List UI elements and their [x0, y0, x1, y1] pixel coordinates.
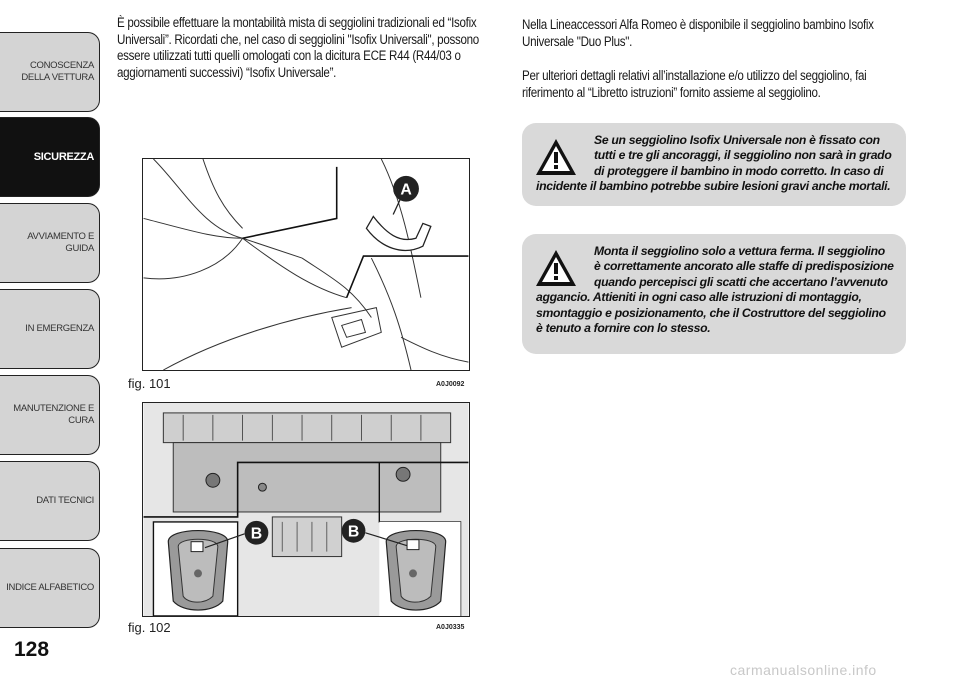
tab-emergenza[interactable]: IN EMERGENZA	[0, 289, 100, 369]
figure-102-code: A0J0335	[436, 624, 465, 631]
tab-manutenzione[interactable]: MANUTENZIONE E CURA	[0, 375, 100, 455]
figure-101-code: A0J0092	[436, 381, 465, 388]
warning-box-1: Se un seggiolino Isofix Universale non è…	[522, 123, 906, 206]
warning-triangle-icon	[536, 139, 576, 175]
warning-text-1: Se un seggiolino Isofix Universale non è…	[536, 133, 892, 194]
callout-a-badge	[393, 175, 419, 202]
warning-triangle-icon	[536, 250, 576, 286]
chapter-sidebar: CONOSCENZA DELLA VETTURA SICUREZZA AVVIA…	[0, 0, 100, 640]
figure-102-rear-anchors: B B	[142, 402, 470, 617]
figure-102-caption: fig. 102	[128, 620, 171, 635]
callout-b-left-label: B	[251, 526, 262, 543]
right-paragraph-2: Per ulteriori dettagli relativi all’inst…	[522, 68, 867, 100]
tab-indice[interactable]: INDICE ALFABETICO	[0, 548, 100, 628]
callout-b-left-badge	[244, 520, 269, 545]
warning-text-2: Monta il seggiolino solo a vettura ferma…	[536, 244, 894, 336]
tab-sicurezza[interactable]: SICUREZZA	[0, 117, 100, 197]
figure-101-seat-anchor: A	[142, 158, 470, 371]
right-paragraph-1: Nella Lineaccessori Alfa Romeo è disponi…	[522, 17, 874, 49]
seat-anchor-illustration: A	[143, 159, 469, 370]
callout-b-right-badge	[341, 518, 366, 543]
tab-avviamento[interactable]: AVVIAMENTO E GUIDA	[0, 203, 100, 283]
tab-dati-tecnici[interactable]: DATI TECNICI	[0, 461, 100, 541]
watermark: carmanualsonline.info	[730, 662, 877, 678]
left-paragraph: È possibile effettuare la montabilità mi…	[117, 15, 479, 80]
rear-anchors-illustration: B B	[143, 403, 469, 616]
tab-conoscenza[interactable]: CONOSCENZA DELLA VETTURA	[0, 32, 100, 112]
callout-a-label: A	[400, 182, 412, 199]
callout-b-right-label: B	[348, 524, 359, 541]
figure-101-caption: fig. 101	[128, 376, 171, 391]
page-number: 128	[14, 638, 50, 661]
warning-box-2: Monta il seggiolino solo a vettura ferma…	[522, 234, 906, 354]
